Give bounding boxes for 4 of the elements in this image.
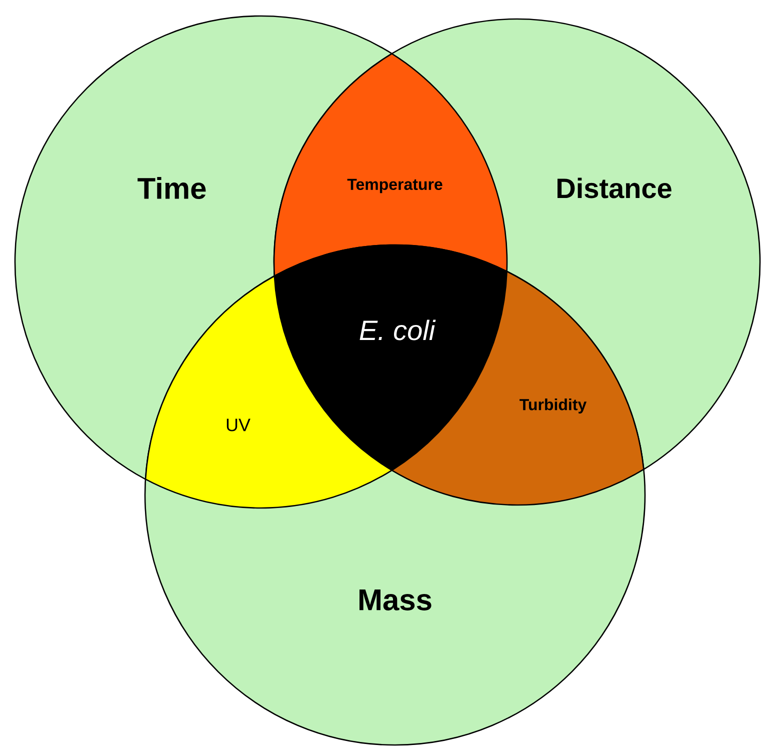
node-label: Distance	[558, 178, 672, 198]
venn-region: Temperature	[274, 53, 508, 277]
node-label: Mass	[359, 590, 432, 610]
venn-region: E. coli	[274, 244, 508, 471]
